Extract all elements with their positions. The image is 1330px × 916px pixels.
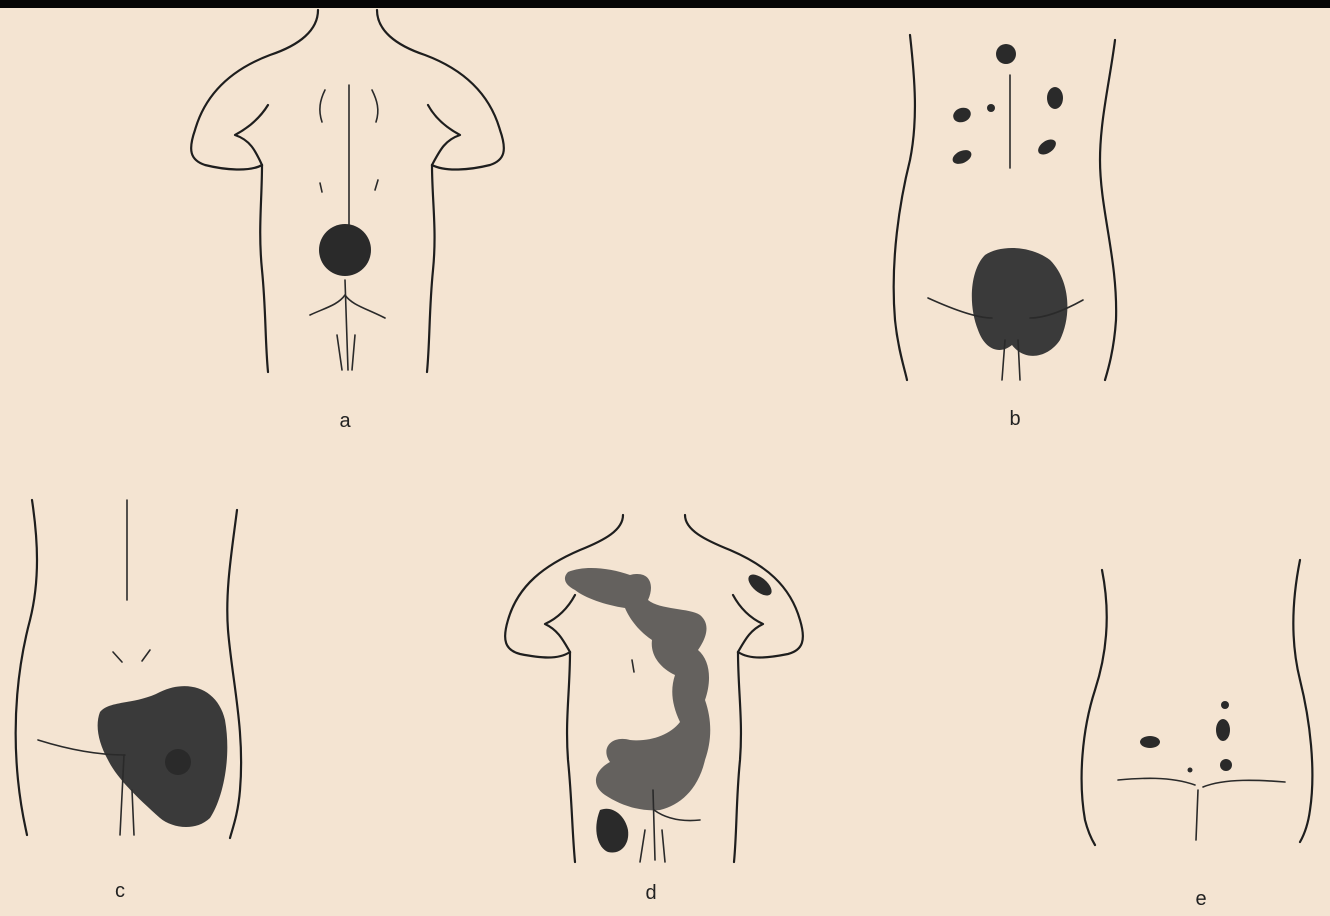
lesion-sacral [319, 224, 371, 276]
panel-label-c: c [105, 880, 135, 903]
lesion-d-lower [596, 809, 628, 853]
lesion-d-trunk [565, 568, 710, 810]
panel-label-a: a [330, 410, 360, 433]
panel-c-drawing [16, 500, 241, 838]
panel-label-e: e [1186, 888, 1216, 911]
panel-label-b: b [1000, 408, 1030, 431]
lesion-b-top [996, 44, 1016, 64]
lesion-b-right-lower [1035, 136, 1058, 157]
lesion-c-buttock [98, 686, 228, 827]
lesion-b-sacral [972, 248, 1068, 356]
lesion-e-small-dot [1188, 768, 1193, 773]
panel-d-drawing [505, 515, 803, 862]
lesion-e-lower [1220, 759, 1232, 771]
panel-a-drawing [191, 10, 504, 372]
panel-b-drawing [894, 35, 1116, 380]
panel-label-d: d [636, 882, 666, 905]
lesion-b-dot [987, 104, 995, 112]
lesion-c-core [165, 749, 191, 775]
panel-e-drawing [1082, 560, 1313, 845]
lesion-e-top-dot [1221, 701, 1229, 709]
lesion-b-left-lower [950, 147, 973, 166]
lesion-b-left-upper [951, 105, 973, 124]
lesion-b-right-upper [1047, 87, 1063, 109]
lesion-e-middle [1216, 719, 1230, 741]
lesion-e-left [1140, 736, 1160, 748]
